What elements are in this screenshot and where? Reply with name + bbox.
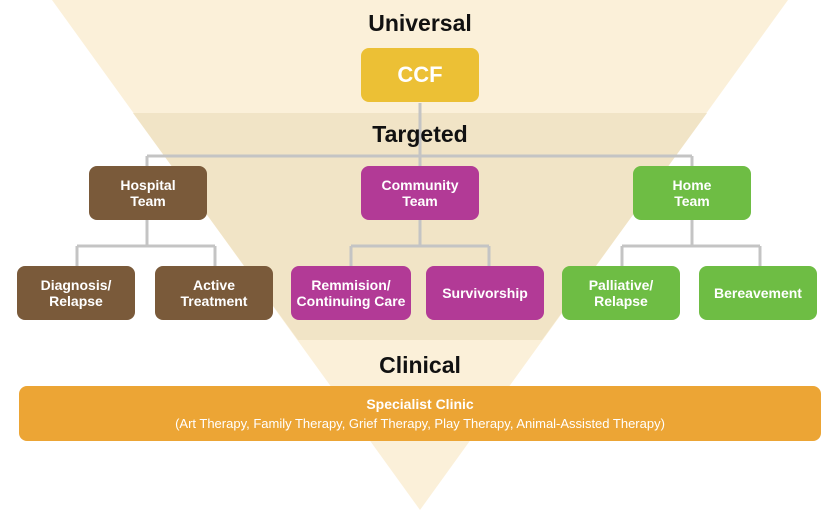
remission-continuing-care-node: Remmision/ Continuing Care <box>291 266 411 320</box>
specialist-clinic-therapies: (Art Therapy, Family Therapy, Grief Ther… <box>175 416 665 431</box>
community-team-node: Community Team <box>361 166 479 220</box>
active-treatment-node: Active Treatment <box>155 266 273 320</box>
home-team-node: Home Team <box>633 166 751 220</box>
diagnosis-relapse-node: Diagnosis/ Relapse <box>17 266 135 320</box>
tier-label-clinical: Clinical <box>379 352 461 378</box>
tier-label-universal: Universal <box>368 10 472 36</box>
hospital-team-node: Hospital Team <box>89 166 207 220</box>
tier-label-targeted: Targeted <box>372 121 468 147</box>
specialist-clinic-bar: Specialist Clinic (Art Therapy, Family T… <box>19 386 821 441</box>
connector-lines <box>75 103 762 266</box>
survivorship-node: Survivorship <box>426 266 544 320</box>
ccf-node: CCF <box>361 48 479 102</box>
specialist-clinic-title: Specialist Clinic <box>366 396 474 412</box>
palliative-relapse-node: Palliative/ Relapse <box>562 266 680 320</box>
bereavement-node: Bereavement <box>699 266 817 320</box>
